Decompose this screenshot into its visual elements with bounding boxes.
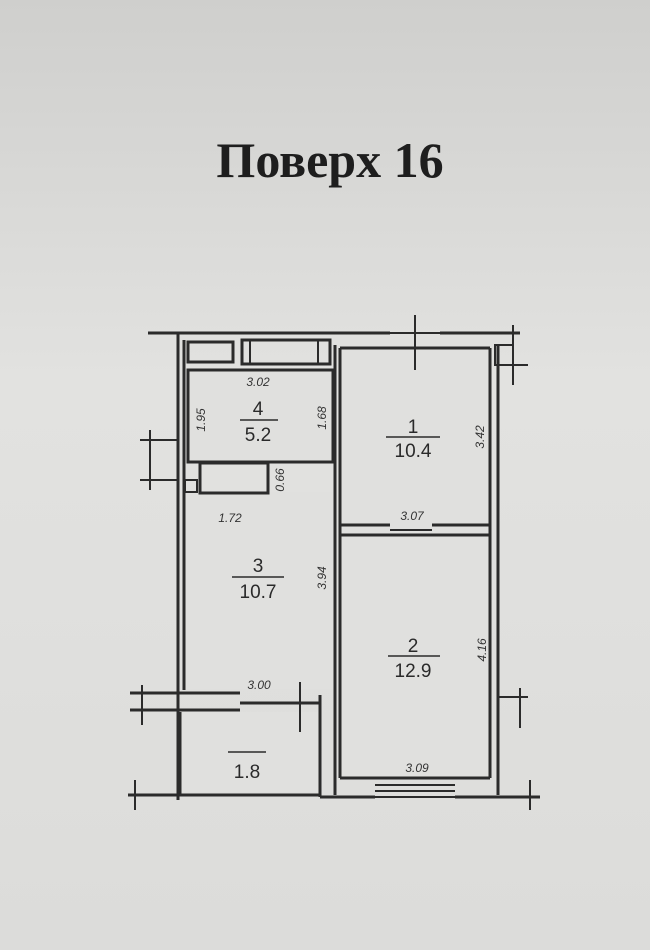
room-4: 4 5.2 3.02 1.95 1.68 [194, 375, 329, 446]
room-width-bottom: 3.00 [247, 678, 271, 692]
closet-dimension: 0.66 [273, 468, 287, 492]
room-1: 1 10.4 3.42 3.07 [386, 417, 487, 523]
walls [128, 315, 540, 810]
room-width: 3.02 [246, 375, 270, 389]
room-number: 4 [253, 399, 264, 420]
room-length-right: 1.68 [315, 406, 329, 430]
room-number: 1 [408, 417, 419, 438]
floor-title: Поверх 16 [216, 132, 443, 188]
room-area: 5.2 [245, 425, 271, 446]
room-number: 2 [408, 636, 419, 657]
balcony-area: 1.8 [234, 762, 260, 783]
room-number: 3 [253, 556, 264, 577]
room-length: 3.94 [315, 566, 329, 590]
room-width: 3.09 [405, 761, 429, 775]
room-length: 4.16 [475, 638, 489, 662]
room-length-left: 1.95 [194, 408, 208, 432]
room-area: 10.4 [395, 441, 432, 462]
room-width-top: 1.72 [218, 511, 242, 525]
room-3: 1.72 3 10.7 3.94 3.00 [218, 511, 329, 692]
room-length: 3.42 [473, 425, 487, 449]
balcony: 1.8 [228, 751, 266, 783]
room-area: 10.7 [240, 582, 277, 603]
room-2: 2 12.9 4.16 3.09 [388, 636, 489, 775]
room-area: 12.9 [395, 661, 432, 682]
room-width: 3.07 [400, 509, 425, 523]
